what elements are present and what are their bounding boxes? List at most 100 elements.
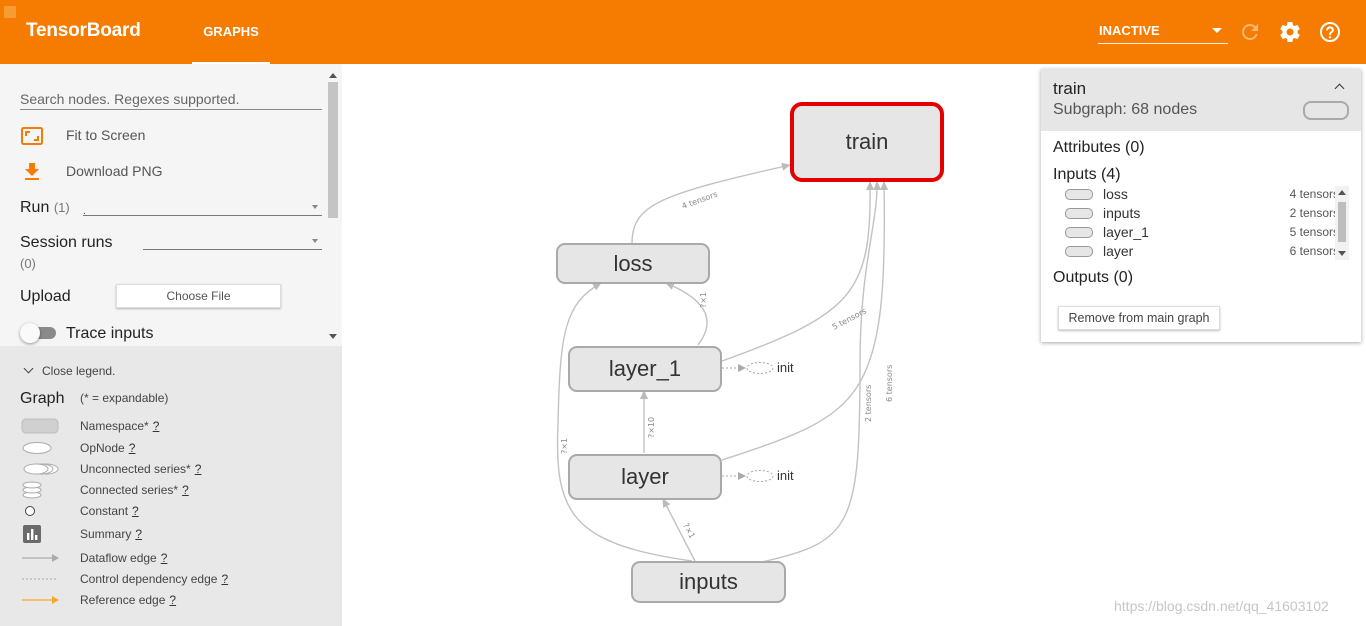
choose-file-button[interactable]: Choose File (116, 284, 281, 308)
info-card-subtitle: Subgraph: 68 nodes (1053, 101, 1198, 118)
edge-label-layer-train: 6 tensors (885, 365, 894, 402)
reload-icon[interactable] (1238, 20, 1262, 44)
control-edge-icon (22, 578, 58, 580)
info-card-header: train Subgraph: 68 nodes (1041, 69, 1361, 131)
input-name: layer_1 (1103, 224, 1149, 240)
remove-from-main-graph-button[interactable]: Remove from main graph (1058, 306, 1220, 330)
info-card-title: train (1053, 79, 1087, 98)
legend-item-dataflow-edge: Dataflow edge? (20, 548, 320, 568)
fit-to-screen-button[interactable]: Fit to Screen (20, 124, 220, 148)
run-dropdown-value: . (83, 206, 86, 217)
search-nodes-input[interactable] (20, 88, 322, 110)
run-status-value: INACTIVE (1099, 23, 1160, 38)
inputs-header[interactable]: Inputs (4) (1053, 166, 1121, 183)
edge-inputs-layer (662, 498, 696, 562)
node-inputs[interactable]: inputs (631, 561, 786, 603)
session-runs-dropdown[interactable] (143, 232, 322, 250)
run-count: (1) (53, 200, 70, 215)
legend-label: Reference edge (80, 593, 166, 607)
scroll-down-icon[interactable] (1338, 251, 1346, 256)
connected-series-icon (22, 481, 42, 499)
legend-label: Constant (80, 504, 129, 518)
inputs-scrollbar[interactable] (1335, 186, 1349, 260)
input-row[interactable]: layer_1 5 tensors (1065, 223, 1339, 242)
input-row[interactable]: layer 6 tensors (1065, 242, 1339, 261)
toggle-knob (20, 323, 40, 343)
corner-square (4, 6, 16, 18)
run-field-label: Run (1) (20, 199, 70, 217)
trace-inputs-label: Trace inputs (66, 325, 154, 342)
input-count: 2 tensors (1289, 206, 1339, 220)
controls-panel: Fit to Screen Download PNG Run (1) . Ses… (0, 64, 342, 346)
run-dropdown[interactable]: . (83, 198, 322, 217)
tab-graphs-label: GRAPHS (203, 24, 259, 39)
reference-edge-icon (22, 596, 59, 604)
outputs-header[interactable]: Outputs (0) (1053, 269, 1134, 286)
legend-help-link[interactable]: ? (221, 572, 229, 586)
gear-icon[interactable] (1278, 20, 1302, 44)
scroll-down-icon[interactable] (329, 334, 337, 339)
edge-layer1-train (721, 181, 875, 362)
legend-help-link[interactable]: ? (152, 419, 160, 433)
scroll-thumb[interactable] (328, 82, 338, 218)
fit-to-screen-icon (21, 127, 43, 145)
trace-inputs-toggle[interactable] (20, 323, 58, 343)
input-name: inputs (1103, 205, 1141, 221)
sidebar-scrollbar[interactable] (326, 68, 340, 343)
collapse-chevron-up-icon[interactable] (1333, 81, 1347, 94)
input-count: 4 tensors (1289, 187, 1339, 201)
scroll-up-icon[interactable] (1338, 190, 1346, 195)
node-layer[interactable]: layer (568, 454, 722, 500)
fit-to-screen-label: Fit to Screen (66, 127, 146, 143)
legend-help-link[interactable]: ? (160, 551, 168, 565)
download-png-button[interactable]: Download PNG (20, 160, 220, 184)
legend-help-link[interactable]: ? (182, 483, 189, 497)
input-count: 5 tensors (1289, 225, 1339, 239)
init-node-layer-label[interactable]: init (777, 468, 794, 483)
init-node-layer1-shape[interactable] (746, 362, 774, 374)
app-title: TensorBoard (26, 20, 141, 41)
constant-icon (25, 506, 35, 516)
tab-graphs[interactable]: GRAPHS (192, 0, 270, 64)
caret-down-icon (312, 205, 318, 209)
legend-label: Connected series* (80, 483, 179, 497)
namespace-icon (1065, 208, 1093, 219)
input-row[interactable]: loss 4 tensors (1065, 185, 1339, 204)
run-status-dropdown[interactable]: INACTIVE (1098, 20, 1228, 44)
help-icon[interactable] (1318, 20, 1342, 44)
control-arrow-icon (738, 364, 746, 372)
legend-help-link[interactable]: ? (132, 504, 139, 518)
legend-label: Control dependency edge (80, 572, 218, 586)
legend-help-link[interactable]: ? (194, 462, 202, 476)
init-node-layer1-label[interactable]: init (777, 360, 794, 375)
node-loss[interactable]: loss (556, 243, 710, 284)
legend-label: OpNode (80, 441, 125, 455)
attributes-header[interactable]: Attributes (0) (1053, 139, 1145, 156)
edge-label-inputs-loss: ?×1 (560, 438, 569, 454)
edge-layer-train (721, 181, 889, 461)
input-name: layer (1103, 243, 1134, 259)
edge-inputs-loss (556, 282, 693, 562)
input-name: loss (1103, 186, 1128, 202)
node-info-card: train Subgraph: 68 nodes Attributes (0) … (1041, 69, 1361, 342)
session-runs-count: (0) (20, 256, 36, 271)
close-legend-button[interactable]: Close legend. (22, 363, 115, 378)
input-row[interactable]: inputs 2 tensors (1065, 204, 1339, 223)
legend-label: Dataflow edge (80, 551, 157, 565)
edge-loss-train (631, 162, 791, 244)
init-node-layer-shape[interactable] (746, 470, 774, 482)
control-arrow-icon (738, 472, 746, 480)
active-tab-indicator (192, 62, 270, 64)
scroll-thumb[interactable] (1338, 202, 1346, 242)
legend-help-link[interactable]: ? (128, 441, 136, 455)
node-layer-1[interactable]: layer_1 (568, 346, 722, 392)
upload-label: Upload (20, 288, 71, 305)
legend-help-link[interactable]: ? (135, 527, 143, 541)
input-count: 6 tensors (1289, 244, 1339, 258)
legend-help-link[interactable]: ? (169, 593, 177, 607)
top-app-bar: TensorBoard GRAPHS INACTIVE (0, 0, 1366, 64)
scroll-up-icon[interactable] (329, 73, 337, 78)
edge-label-layer1-train: 5 tensors (831, 306, 868, 331)
namespace-shape-icon (1303, 101, 1349, 120)
node-train[interactable]: train (790, 102, 944, 182)
